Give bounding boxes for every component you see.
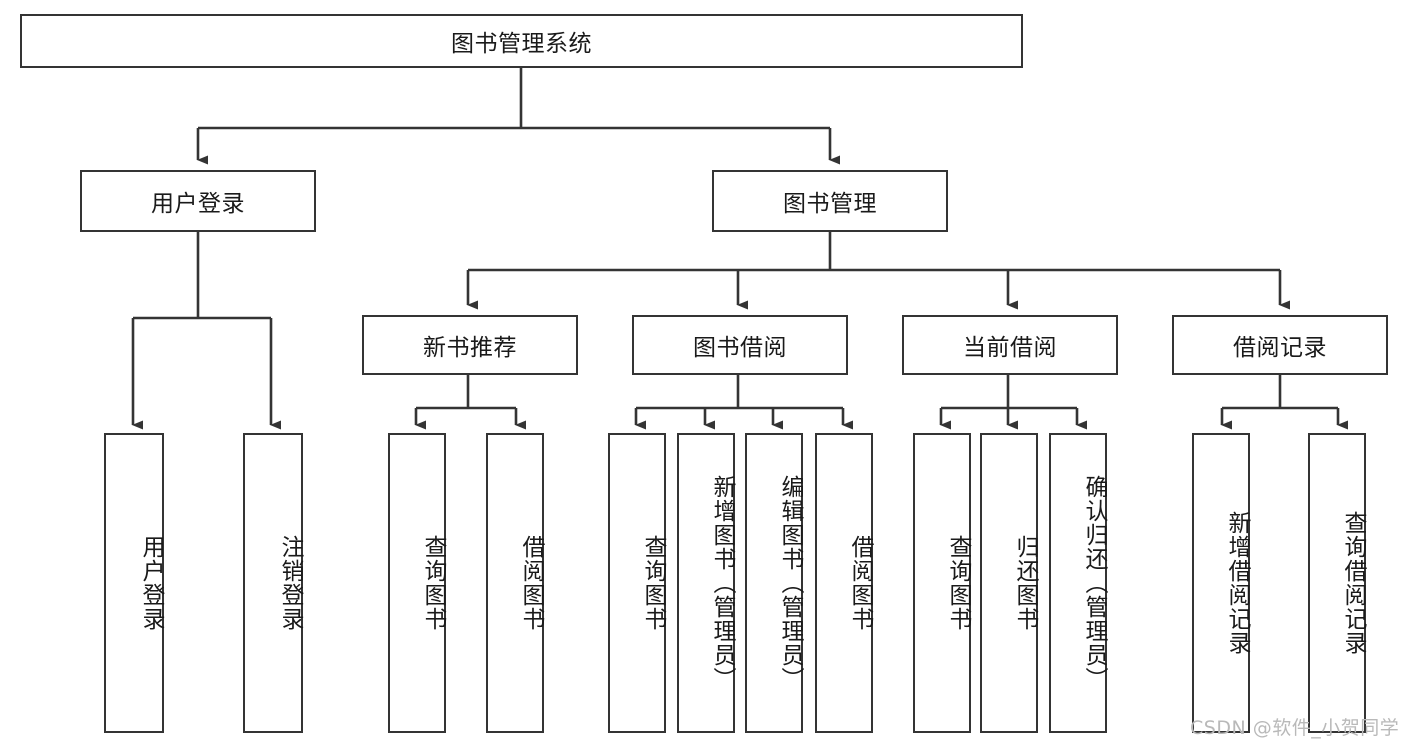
leaf-query-borrow-record[interactable]: 查询借阅记录	[1308, 433, 1366, 733]
node-label: 当前借阅	[963, 335, 1057, 361]
node-label: 新增图书（管理员）	[709, 475, 735, 691]
watermark: CSDN @软件_小贺同学	[1190, 717, 1400, 739]
node-label: 查询图书	[420, 535, 446, 631]
node-root[interactable]: 图书管理系统	[20, 14, 1023, 68]
node-label: 借阅记录	[1233, 335, 1327, 361]
node-book-management[interactable]: 图书管理	[712, 170, 948, 232]
leaf-borrow-book-recommend[interactable]: 借阅图书	[486, 433, 544, 733]
node-label: 用户登录	[138, 535, 164, 631]
node-borrow-record[interactable]: 借阅记录	[1172, 315, 1388, 375]
leaf-borrow-book[interactable]: 借阅图书	[815, 433, 873, 733]
node-label: 注销登录	[277, 535, 303, 631]
node-label: 借阅图书	[847, 535, 873, 631]
node-label: 借阅图书	[518, 535, 544, 631]
node-label: 归还图书	[1012, 535, 1038, 631]
leaf-query-book-borrow[interactable]: 查询图书	[608, 433, 666, 733]
node-label: 查询借阅记录	[1340, 511, 1366, 655]
leaf-edit-book-admin[interactable]: 编辑图书（管理员）	[745, 433, 803, 733]
node-book-borrow[interactable]: 图书借阅	[632, 315, 848, 375]
node-label: 新增借阅记录	[1224, 511, 1250, 655]
leaf-confirm-return-admin[interactable]: 确认归还（管理员）	[1049, 433, 1107, 733]
leaf-logout[interactable]: 注销登录	[243, 433, 303, 733]
node-label: 确认归还（管理员）	[1081, 475, 1107, 691]
node-label: 编辑图书（管理员）	[777, 475, 803, 691]
node-new-book-recommend[interactable]: 新书推荐	[362, 315, 578, 375]
node-label: 图书管理系统	[451, 31, 592, 57]
node-user-login[interactable]: 用户登录	[80, 170, 316, 232]
leaf-user-login[interactable]: 用户登录	[104, 433, 164, 733]
node-label: 图书借阅	[693, 335, 787, 361]
leaf-return-book[interactable]: 归还图书	[980, 433, 1038, 733]
node-current-borrow[interactable]: 当前借阅	[902, 315, 1118, 375]
node-label: 新书推荐	[423, 335, 517, 361]
leaf-query-book-current[interactable]: 查询图书	[913, 433, 971, 733]
node-label: 用户登录	[151, 191, 245, 217]
node-label: 图书管理	[783, 191, 877, 217]
node-label: 查询图书	[640, 535, 666, 631]
node-label: 查询图书	[945, 535, 971, 631]
leaf-query-book-recommend[interactable]: 查询图书	[388, 433, 446, 733]
leaf-add-borrow-record[interactable]: 新增借阅记录	[1192, 433, 1250, 733]
leaf-add-book-admin[interactable]: 新增图书（管理员）	[677, 433, 735, 733]
